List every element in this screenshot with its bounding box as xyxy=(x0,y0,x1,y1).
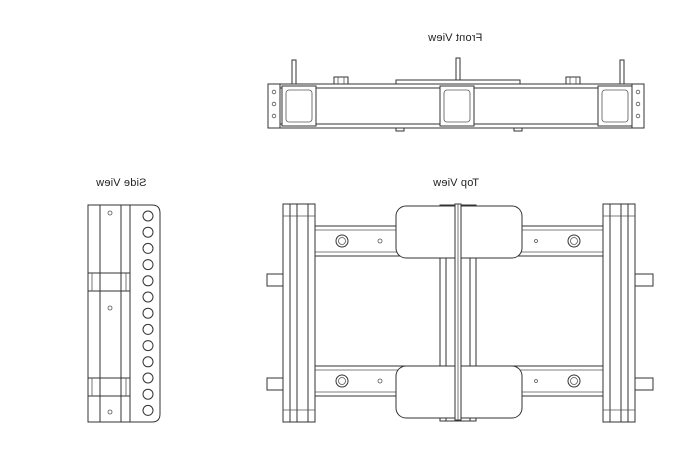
side-view-hole xyxy=(142,210,154,222)
front-view-drawing xyxy=(267,57,645,132)
top-view-drawing xyxy=(266,203,654,423)
side-view-hole xyxy=(142,340,154,352)
side-view-hole xyxy=(142,404,154,416)
side-view-hole xyxy=(142,372,154,384)
side-view-hole xyxy=(142,275,154,287)
side-view-hole xyxy=(142,226,154,238)
side-view-drawing xyxy=(87,204,161,423)
side-view-hole xyxy=(142,356,154,368)
side-view-hole xyxy=(142,242,154,254)
side-view-holes xyxy=(142,210,154,416)
side-view-hole xyxy=(142,291,154,303)
side-view-hole xyxy=(142,307,154,319)
side-view-hole xyxy=(142,323,154,335)
side-view-hole xyxy=(142,388,154,400)
side-view-hole xyxy=(142,259,154,271)
